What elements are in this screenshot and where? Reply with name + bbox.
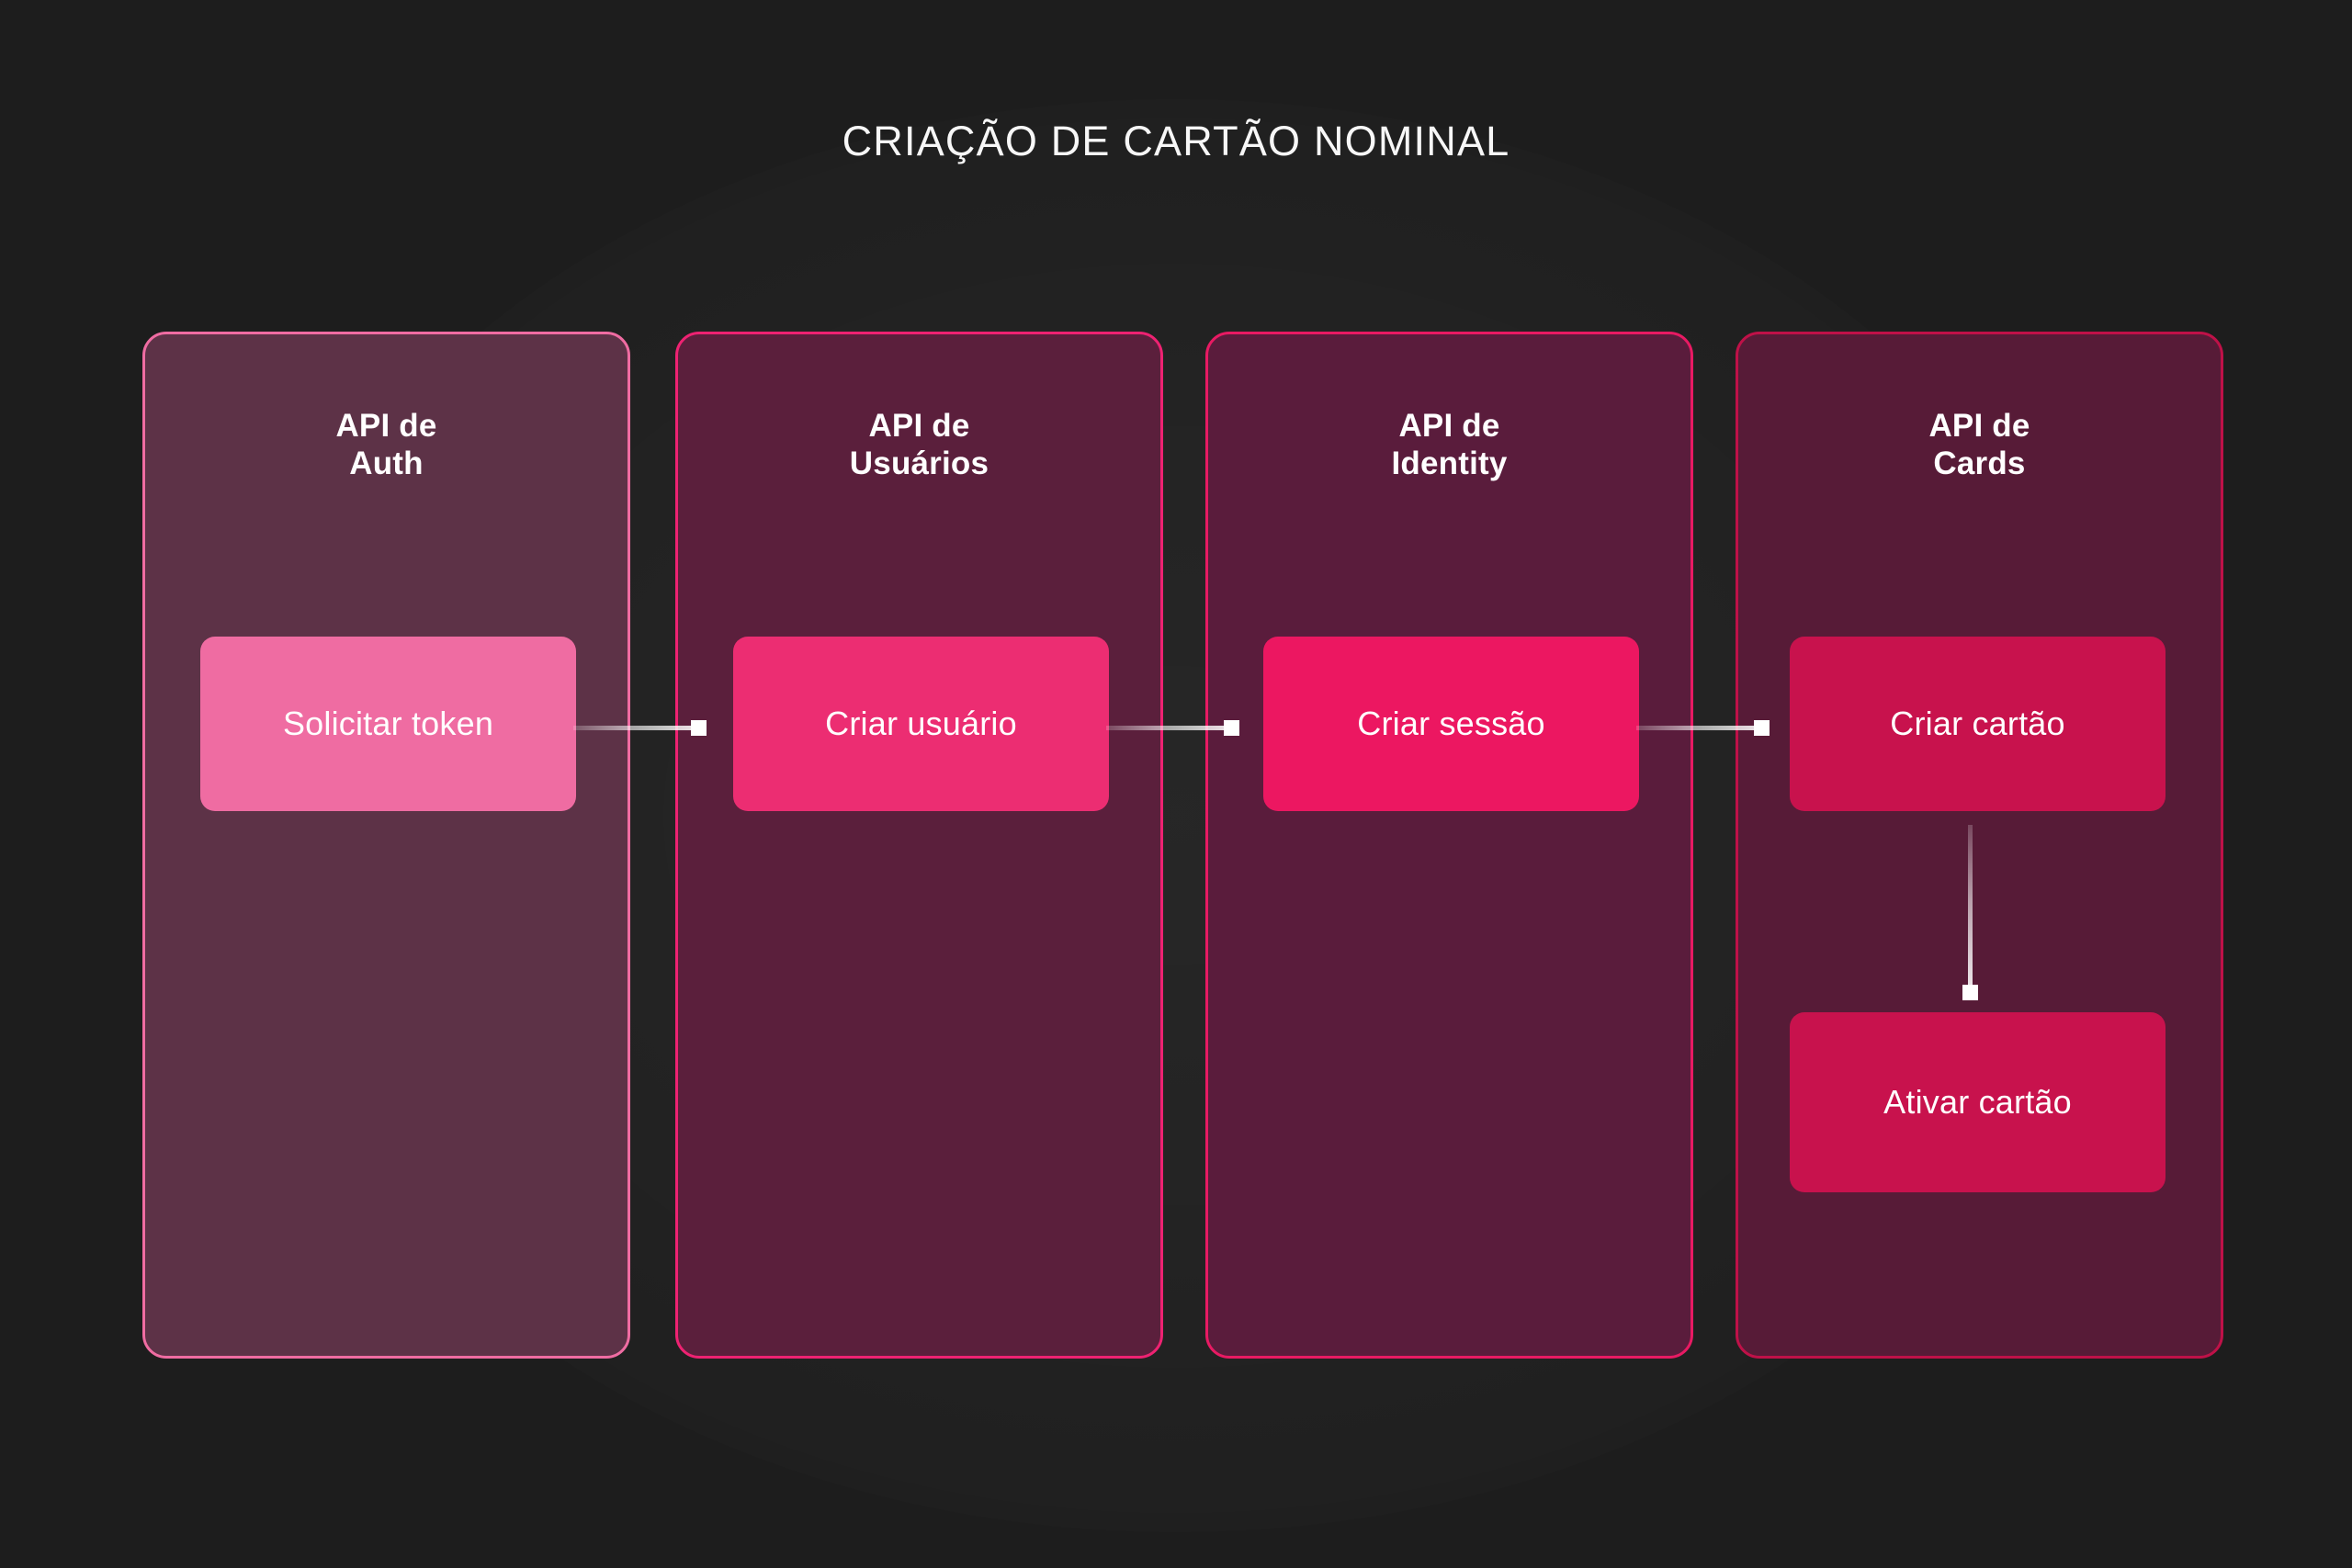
lane-title-identity: API de Identity — [1208, 407, 1690, 483]
lane-title-auth-line2: Auth — [349, 446, 424, 482]
node-solicitar-token-label: Solicitar token — [282, 705, 494, 742]
node-criar-cartao-label: Criar cartão — [1890, 705, 2065, 742]
node-criar-usuario[interactable]: Criar usuário — [733, 637, 1109, 811]
lane-title-identity-line2: Identity — [1391, 446, 1508, 482]
lane-api-identity[interactable]: API de Identity Criar sessão — [1205, 332, 1693, 1359]
conn-criar-to-ativar-arrow-icon — [1962, 985, 1978, 1000]
conn-sessao-to-cartao-arrow-icon — [1754, 720, 1770, 736]
lane-title-cards: API de Cards — [1738, 407, 2221, 483]
lane-api-usuarios[interactable]: API de Usuários Criar usuário — [675, 332, 1163, 1359]
lane-title-cards-line1: API de — [1928, 408, 2030, 444]
lane-api-auth[interactable]: API de Auth Solicitar token — [142, 332, 630, 1359]
node-solicitar-token[interactable]: Solicitar token — [200, 637, 576, 811]
lane-title-auth-line1: API de — [335, 408, 437, 444]
conn-token-to-usuario-arrow-icon — [691, 720, 707, 736]
lane-title-identity-line1: API de — [1398, 408, 1500, 444]
lane-title-usuarios-line1: API de — [868, 408, 970, 444]
node-ativar-cartao-label: Ativar cartão — [1883, 1083, 2072, 1121]
lane-title-auth: API de Auth — [145, 407, 628, 483]
node-ativar-cartao[interactable]: Ativar cartão — [1790, 1012, 2165, 1192]
conn-usuario-to-sessao-arrow-icon — [1224, 720, 1239, 736]
conn-criar-to-ativar — [1968, 825, 1973, 990]
lane-title-usuarios: API de Usuários — [678, 407, 1160, 483]
conn-token-to-usuario — [573, 726, 696, 730]
node-criar-usuario-label: Criar usuário — [825, 705, 1017, 742]
conn-usuario-to-sessao — [1106, 726, 1229, 730]
lane-title-usuarios-line2: Usuários — [849, 446, 989, 482]
node-criar-sessao-label: Criar sessão — [1357, 705, 1545, 742]
page-title: CRIAÇÃO DE CARTÃO NOMINAL — [842, 118, 1510, 164]
node-criar-sessao[interactable]: Criar sessão — [1263, 637, 1639, 811]
lane-api-cards[interactable]: API de Cards Criar cartão Ativar cartão — [1736, 332, 2223, 1359]
lane-title-cards-line2: Cards — [1933, 446, 2026, 482]
node-criar-cartao[interactable]: Criar cartão — [1790, 637, 2165, 811]
conn-sessao-to-cartao — [1636, 726, 1759, 730]
